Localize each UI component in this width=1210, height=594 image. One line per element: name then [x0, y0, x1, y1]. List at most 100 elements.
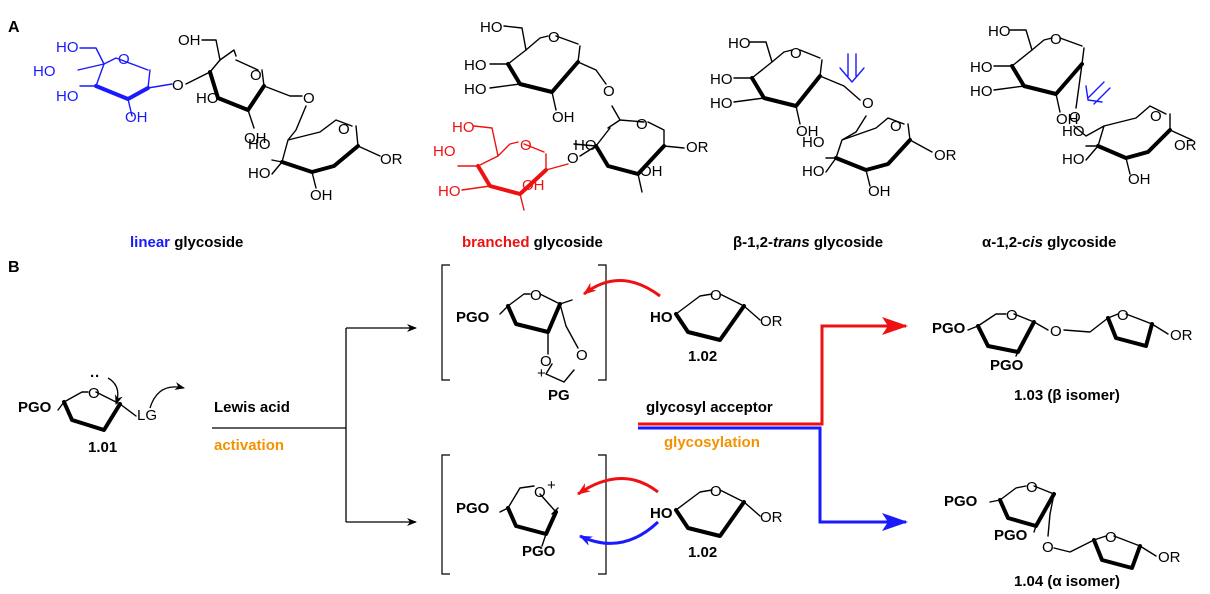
hydroxyl-label: HO: [1062, 151, 1085, 168]
glycosidic-oxygen: O: [1069, 109, 1081, 126]
hydroxyl-label: OH: [178, 32, 201, 49]
anomeric-or-label: OR: [686, 139, 709, 156]
hydroxyl-label: HO: [988, 23, 1011, 40]
ring-oxygen: O: [790, 45, 802, 62]
glycosidic-oxygen: O: [172, 77, 184, 94]
red-branch-ring: O HO HO HO OH: [433, 119, 569, 211]
linear-glycoside-structure: O HO HO HO OH O OH O HO OH O O HO HO OH: [33, 32, 403, 204]
ring-oxygen: O: [1050, 31, 1062, 48]
ring-oxygen: O: [534, 484, 546, 501]
glycosidic-oxygen: O: [1042, 539, 1054, 556]
pgo-label: PGO: [522, 543, 556, 560]
product-1-03-beta: PGO O PGO O O OR 1.03 (β isomer): [932, 307, 1193, 404]
beta-trans-glycoside-structure: HO O HO HO OH O O HO HO OH OR: [710, 35, 957, 200]
anomeric-or-label: OR: [1174, 137, 1197, 154]
anomeric-or-label: OR: [934, 147, 957, 164]
hydroxyl-label: OH: [244, 130, 267, 147]
glycosidic-oxygen: O: [603, 83, 615, 100]
glycosidic-oxygen: O: [567, 150, 579, 167]
cation-charge: +: [537, 365, 546, 382]
lewis-acid-label: Lewis acid: [214, 399, 290, 416]
hydroxyl-label: HO: [464, 81, 487, 98]
hydroxyl-label: HO: [710, 95, 733, 112]
hydroxyl-label: HO: [650, 505, 673, 522]
hydroxyl-label: HO: [33, 63, 56, 80]
hydroxyl-label: OH: [796, 123, 819, 140]
linear-glycoside-caption: linear glycoside: [130, 234, 243, 251]
ring-oxygen: O: [710, 287, 722, 304]
activation-branch-arrows: [212, 324, 417, 526]
hydroxyl-label: HO: [802, 134, 825, 151]
lone-pair-dots: ··: [90, 368, 100, 385]
middle-sugar-ring: OH O HO OH O: [178, 32, 315, 147]
ring-oxygen: O: [1006, 307, 1018, 324]
glycosidic-oxygen: O: [1050, 323, 1062, 340]
branched-glycoside-structure: HO O HO HO OH O O HO HO HO OH O HO O OH …: [433, 19, 709, 211]
hydroxyl-label: HO: [464, 57, 487, 74]
ring-oxygen: O: [636, 116, 648, 133]
hydroxyl-label: HO: [1062, 123, 1085, 140]
pgo-label: PGO: [994, 527, 1028, 544]
glycosidic-oxygen: O: [862, 95, 874, 112]
hydroxyl-label: OH: [552, 109, 575, 126]
hydroxyl-label: OH: [125, 109, 148, 126]
ring-oxygen: O: [548, 29, 560, 46]
compound-1-02-label: 1.02: [688, 348, 717, 365]
hydroxyl-label: HO: [196, 90, 219, 107]
anomeric-or-label: OR: [760, 509, 783, 526]
hydroxyl-label: HO: [970, 83, 993, 100]
pgo-label: PGO: [456, 309, 490, 326]
compound-1-01-label: 1.01: [88, 439, 117, 456]
glycosylation-arrows: [638, 317, 908, 531]
hydroxyl-label: HO: [438, 183, 461, 200]
hydroxyl-label: OH: [310, 187, 333, 204]
hydroxyl-label: HO: [728, 35, 751, 52]
pgo-label: PGO: [944, 493, 978, 510]
glycosyl-acceptor-label: glycosyl acceptor: [646, 399, 773, 416]
anomeric-or-label: OR: [760, 313, 783, 330]
product-1-04-alpha: PGO O PGO O O OR 1.04 (α isomer): [944, 479, 1181, 590]
alpha-cis-caption: α-1,2-cis glycoside: [982, 234, 1116, 251]
ring-oxygen: O: [520, 137, 532, 154]
pgo-label: PGO: [932, 320, 966, 337]
ring-oxygen: O: [1026, 479, 1038, 496]
hydroxyl-label: HO: [802, 163, 825, 180]
cation-charge: +: [547, 477, 556, 494]
hydroxyl-label: HO: [433, 143, 456, 160]
top-sugar-ring: HO O HO HO OH O: [970, 23, 1085, 128]
hydroxyl-label: OH: [868, 183, 891, 200]
dioxolane-oxygen: O: [576, 347, 588, 364]
beta-trans-caption: β-1,2-trans glycoside: [733, 234, 883, 251]
glycosyl-donor-1-01: PGO O ·· LG 1.01: [18, 368, 185, 456]
pg-label: PG: [548, 387, 570, 404]
reducing-end-ring: O HO HO OH OR: [1062, 105, 1197, 188]
ring-oxygen: O: [1117, 307, 1129, 324]
pgo-label: PGO: [990, 357, 1024, 374]
ring-oxygen: O: [710, 483, 722, 500]
panel-b-label: B: [8, 259, 20, 276]
leaving-group-label: LG: [137, 407, 157, 424]
ring-oxygen: O: [250, 67, 262, 84]
alpha-cis-glycoside-structure: HO O HO HO OH O O HO HO OH OR: [970, 23, 1197, 188]
hydroxyl-label: OH: [1128, 171, 1151, 188]
oxocarbenium-intermediate: PGO O + PGO: [441, 454, 660, 575]
branched-glycoside-caption: branched glycoside: [462, 234, 603, 251]
reducing-end-ring: O HO HO OH OR: [802, 115, 957, 200]
product-1-03-label: 1.03 (β isomer): [1014, 387, 1120, 404]
dioxolenium-intermediate: PGO O O O + PG: [441, 264, 661, 404]
anomeric-or-label: OR: [1170, 327, 1193, 344]
activation-label: activation: [214, 437, 284, 454]
glycosylation-label: glycosylation: [664, 434, 760, 451]
ring-oxygen: O: [530, 287, 542, 304]
top-sugar-ring: HO O HO HO OH O: [464, 19, 615, 126]
hydroxyl-label: HO: [248, 136, 271, 153]
blue-sugar-ring: O HO HO HO OH: [33, 39, 173, 126]
hydroxyl-label: HO: [574, 137, 597, 154]
compound-1-02-label: 1.02: [688, 544, 717, 561]
anomeric-or-label: OR: [1158, 549, 1181, 566]
product-1-04-label: 1.04 (α isomer): [1014, 573, 1120, 590]
reducing-end-ring: O HO HO OH OR: [248, 105, 403, 204]
hydroxyl-label: HO: [56, 39, 79, 56]
top-sugar-ring: HO O HO HO OH O: [710, 35, 874, 140]
